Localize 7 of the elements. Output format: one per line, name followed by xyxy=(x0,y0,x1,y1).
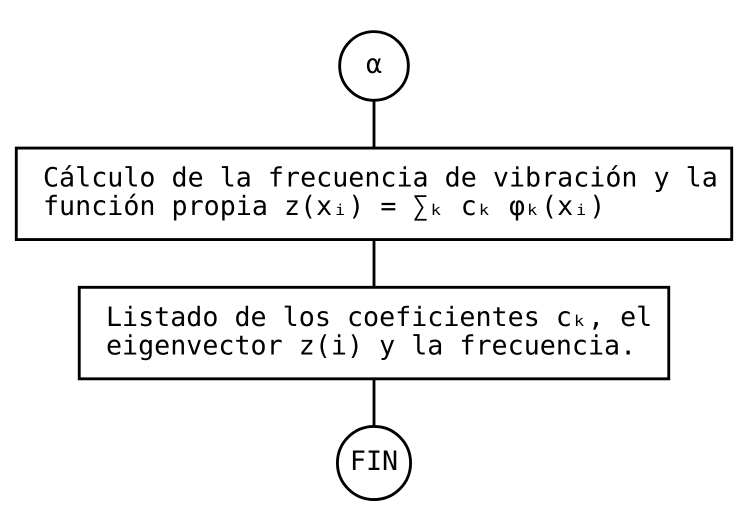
connector xyxy=(372,100,376,148)
node-box: Cálculo de la frecuencia de vibración y la función propia z(xᵢ) = ∑ₖ cₖ φₖ(xᵢ) xyxy=(14,146,734,242)
node-circle: α xyxy=(338,30,410,102)
connector xyxy=(372,240,376,288)
connector xyxy=(372,379,376,426)
node-box: Listado de los coeficientes cₖ, el eigenvector z(i) y la frecuencia. xyxy=(78,286,670,380)
node-circle: FIN xyxy=(336,424,412,501)
